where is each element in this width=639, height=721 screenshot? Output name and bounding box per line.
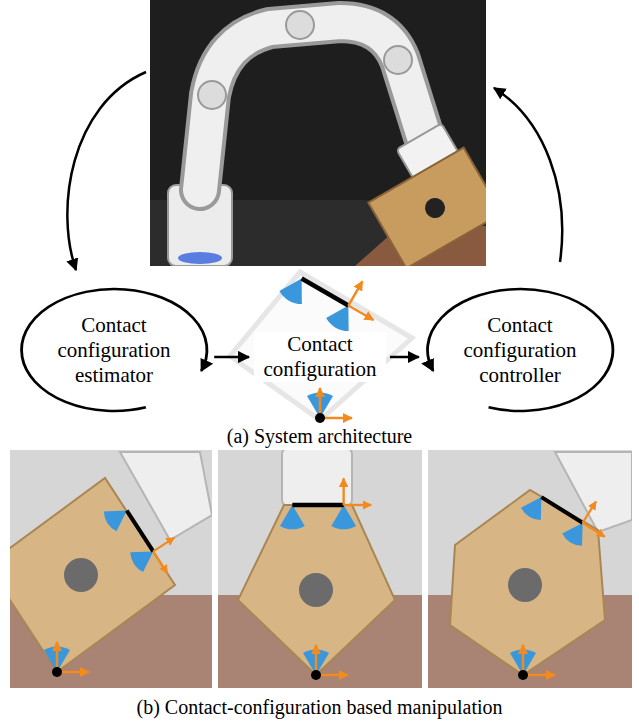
drawing-part <box>303 645 348 680</box>
node-label: Contact configuration estimator <box>44 313 184 388</box>
point-contact <box>307 388 352 423</box>
drawing-part <box>421 194 448 221</box>
drawing-part <box>368 148 486 266</box>
drawing-part <box>519 470 618 557</box>
node-label: Contact configuration controller <box>450 313 590 388</box>
caption-row: (b) Contact-configuration based manipula… <box>0 695 639 719</box>
drawing-part <box>21 289 206 411</box>
manipulation-photo <box>10 450 212 688</box>
drawing-part <box>299 573 333 607</box>
flow-arrow <box>390 356 419 359</box>
loop-arrow <box>427 289 612 411</box>
caption: (a) System architecture <box>227 425 412 447</box>
drawing-part <box>101 487 188 586</box>
drawing-part <box>282 450 352 506</box>
drawing-part <box>200 22 425 190</box>
drawing-part <box>44 642 89 677</box>
drawing-part <box>198 81 226 109</box>
drawing-part <box>178 252 222 264</box>
estimator-loop: Contact configuration estimator <box>17 285 211 415</box>
drawing-part <box>384 46 412 74</box>
feedback-arrow <box>67 72 146 270</box>
command-arrow <box>494 88 562 262</box>
flow-arrow <box>214 356 249 359</box>
drawing-part <box>368 148 486 266</box>
caption-row: (a) System architecture <box>0 424 639 448</box>
drawing-part <box>64 558 98 592</box>
drawing-part <box>200 22 425 190</box>
manipulation-photo <box>428 450 632 688</box>
drawing-part <box>427 289 612 411</box>
drawing-part <box>280 478 371 529</box>
node-label: Contact configuration <box>254 332 386 382</box>
controller-loop: Contact configuration controller <box>423 285 617 415</box>
drawing-part <box>428 450 632 688</box>
manipulation-photo <box>218 450 422 688</box>
drawing-part <box>450 490 605 675</box>
line-contact <box>278 248 388 342</box>
state-label: Contact configuration <box>253 325 387 389</box>
drawing-part <box>510 645 555 680</box>
caption: (b) Contact-configuration based manipula… <box>136 696 502 718</box>
drawing-part <box>508 568 542 602</box>
drawing-part <box>286 11 314 39</box>
loop-arrow <box>21 289 206 411</box>
drawing-part <box>10 478 175 672</box>
robot-photo <box>150 0 486 266</box>
